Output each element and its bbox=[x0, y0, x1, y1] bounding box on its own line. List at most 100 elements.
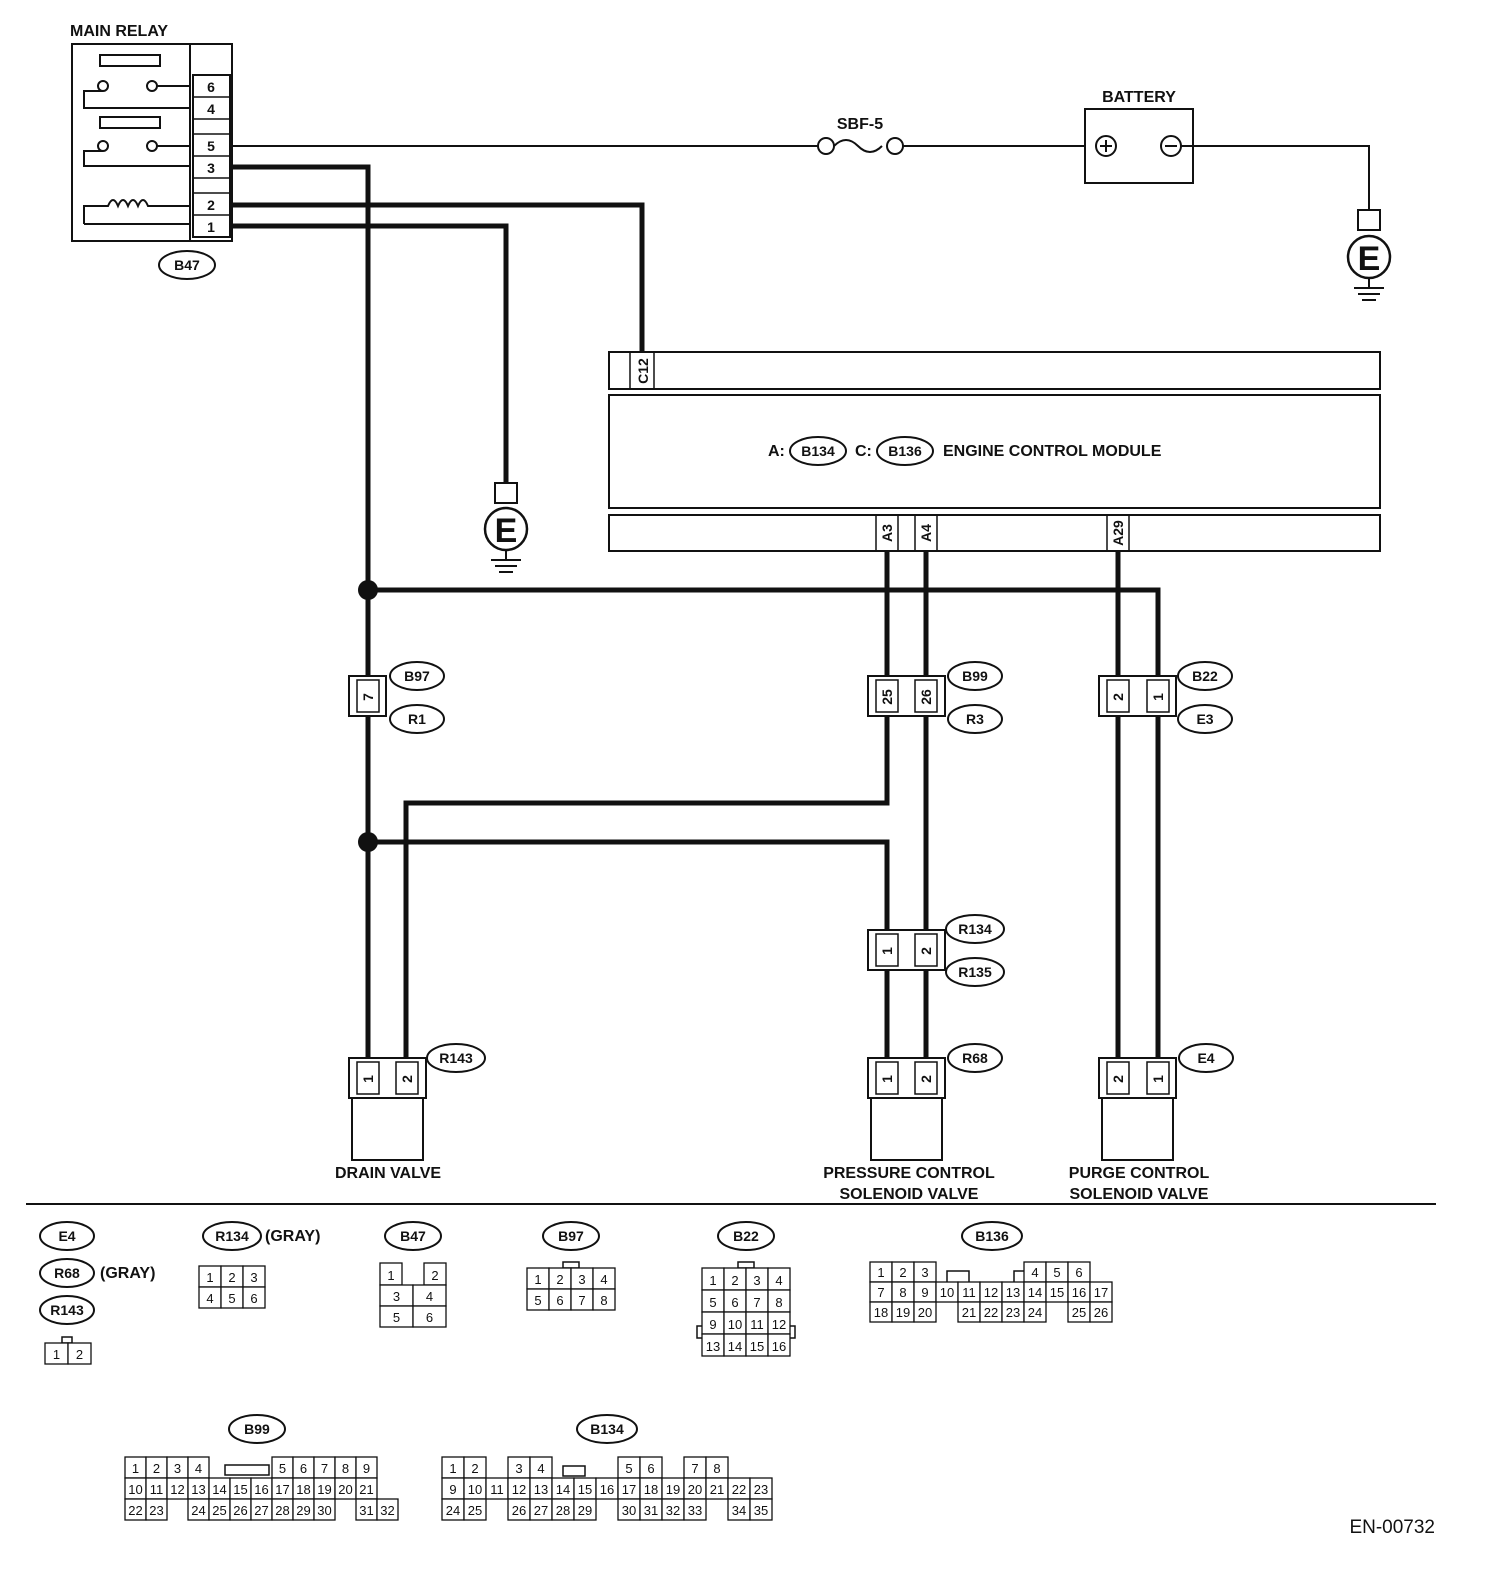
pin-number: 29 bbox=[296, 1503, 310, 1518]
pin-2: 2 bbox=[399, 1075, 415, 1083]
pin-number: 30 bbox=[317, 1503, 331, 1518]
pin-number: 2 bbox=[76, 1347, 83, 1362]
pin-number: 14 bbox=[728, 1339, 742, 1354]
pin-number: 4 bbox=[195, 1461, 202, 1476]
pin-number: 13 bbox=[706, 1339, 720, 1354]
pin-number: 10 bbox=[128, 1482, 142, 1497]
pin-number: 5 bbox=[534, 1293, 541, 1308]
pin-number: 3 bbox=[174, 1461, 181, 1476]
pin-number: 11 bbox=[962, 1285, 976, 1300]
purge-valve-label-line2: SOLENOID VALVE bbox=[1070, 1186, 1209, 1203]
pin-number: 20 bbox=[918, 1305, 932, 1320]
pin-cell bbox=[749, 1498, 773, 1521]
pin-number: 32 bbox=[380, 1503, 394, 1518]
legend-b136: B136 bbox=[975, 1228, 1009, 1244]
pin-number: 7 bbox=[691, 1461, 698, 1476]
pin-number: 24 bbox=[191, 1503, 205, 1518]
pin-number: 17 bbox=[275, 1482, 289, 1497]
pin-number: 28 bbox=[556, 1503, 570, 1518]
pin-number: 18 bbox=[296, 1482, 310, 1497]
junction-dot bbox=[358, 832, 378, 852]
main-relay-title: MAIN RELAY bbox=[70, 23, 168, 40]
pin-number: 3 bbox=[393, 1289, 400, 1304]
pin-number: 1 bbox=[534, 1272, 541, 1287]
pin-number: 1 bbox=[132, 1461, 139, 1476]
pin-number: 3 bbox=[250, 1270, 257, 1285]
pin-number: 19 bbox=[896, 1305, 910, 1320]
pin-cell bbox=[1023, 1301, 1047, 1323]
pin-number: 2 bbox=[153, 1461, 160, 1476]
r134-label: R134 bbox=[958, 921, 992, 937]
pin-number: 8 bbox=[600, 1293, 607, 1308]
pin-number: 1 bbox=[449, 1461, 456, 1476]
pin-number: 26 bbox=[1094, 1305, 1108, 1320]
pin-cell bbox=[767, 1333, 791, 1357]
connector-b22-e3: 2 1 B22 E3 bbox=[1098, 661, 1233, 734]
pin-number: 16 bbox=[254, 1482, 268, 1497]
pin-number: 5 bbox=[228, 1291, 235, 1306]
pin-cell bbox=[242, 1286, 266, 1309]
pin-cell bbox=[376, 1498, 399, 1521]
r143-label: R143 bbox=[439, 1050, 473, 1066]
pin-number: 13 bbox=[534, 1482, 548, 1497]
main-relay: MAIN RELAY 6 4 5 3 2 1 B47 bbox=[70, 23, 233, 280]
pin-number: 14 bbox=[1028, 1285, 1042, 1300]
pin-number: 13 bbox=[191, 1482, 205, 1497]
pin-number: 20 bbox=[688, 1482, 702, 1497]
pin-number: 21 bbox=[962, 1305, 976, 1320]
legend-e4: E4 bbox=[58, 1228, 75, 1244]
r68-label: R68 bbox=[962, 1050, 988, 1066]
pin-number: 5 bbox=[393, 1310, 400, 1325]
junction-dot bbox=[358, 580, 378, 600]
pin-number: 10 bbox=[728, 1317, 742, 1332]
pin-cell bbox=[313, 1498, 336, 1521]
pin-number: 7 bbox=[877, 1285, 884, 1300]
pin-number: 1 bbox=[387, 1268, 394, 1283]
pin-number: 10 bbox=[468, 1482, 482, 1497]
pin-number: 2 bbox=[731, 1273, 738, 1288]
ecm-prefix-c: C: bbox=[855, 443, 872, 460]
pin-number: 11 bbox=[150, 1482, 164, 1497]
pin-number: 12 bbox=[170, 1482, 184, 1497]
pin-number: 19 bbox=[666, 1482, 680, 1497]
pin-25: 25 bbox=[879, 689, 895, 705]
pin-1: 1 bbox=[1150, 693, 1166, 701]
pin-number: 3 bbox=[921, 1265, 928, 1280]
pin-number: 6 bbox=[1075, 1265, 1082, 1280]
pin-number: 11 bbox=[750, 1317, 764, 1332]
pin-number: 7 bbox=[578, 1293, 585, 1308]
diagram-code: EN-00732 bbox=[1349, 1517, 1435, 1538]
pin-number: 25 bbox=[212, 1503, 226, 1518]
b97-label: B97 bbox=[404, 668, 430, 684]
pin-number: 12 bbox=[512, 1482, 526, 1497]
ground-symbol: E bbox=[495, 512, 518, 550]
legend-b97: B97 bbox=[558, 1228, 584, 1244]
pin-number: 16 bbox=[600, 1482, 614, 1497]
pin-number: 3 bbox=[515, 1461, 522, 1476]
pin-number: 9 bbox=[709, 1317, 716, 1332]
pin-number: 18 bbox=[644, 1482, 658, 1497]
pin-cell bbox=[683, 1498, 707, 1521]
pin-number: 22 bbox=[128, 1503, 142, 1518]
pin-number: 26 bbox=[512, 1503, 526, 1518]
pin-number: 3 bbox=[753, 1273, 760, 1288]
power-circuit: SBF-5 BATTERY E bbox=[230, 89, 1392, 301]
drain-valve-label: DRAIN VALVE bbox=[335, 1165, 441, 1182]
pin-cell bbox=[463, 1498, 487, 1521]
legend-b47: B47 bbox=[400, 1228, 426, 1244]
pin-number: 4 bbox=[1031, 1265, 1038, 1280]
pin-number: 21 bbox=[359, 1482, 373, 1497]
pin-number: 28 bbox=[275, 1503, 289, 1518]
pin-number: 2 bbox=[471, 1461, 478, 1476]
pin-number: 12 bbox=[772, 1317, 786, 1332]
purge-valve-label-line1: PURGE CONTROL bbox=[1069, 1165, 1210, 1182]
pin-number: 10 bbox=[940, 1285, 954, 1300]
pin-number: 4 bbox=[600, 1272, 607, 1287]
ecm-prefix-a: A: bbox=[768, 443, 785, 460]
